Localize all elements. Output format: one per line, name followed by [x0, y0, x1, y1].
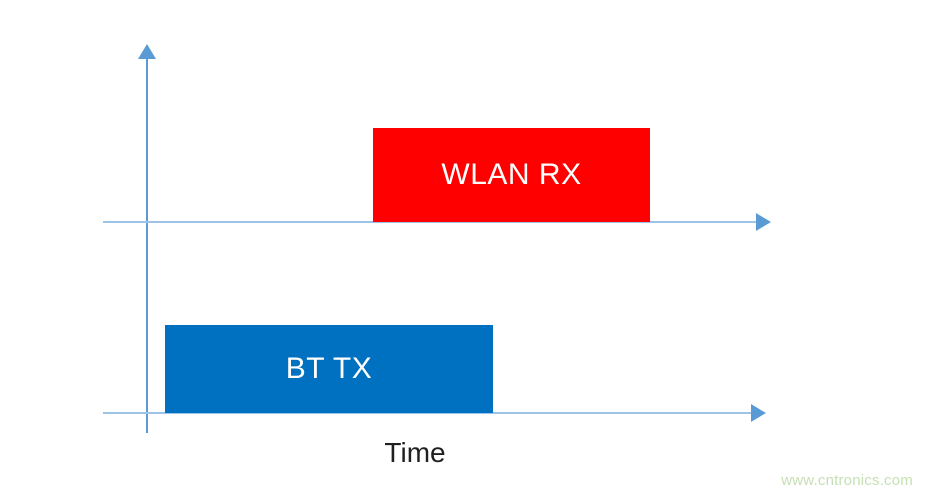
signal-block-bt-tx-label: BT TX	[285, 352, 373, 385]
watermark: www.cntronics.com	[781, 472, 913, 489]
signal-block-wlan-rx: WLAN RX	[373, 128, 650, 222]
signal-block-bt-tx: BT TX	[165, 325, 493, 413]
right-arrow-axis-icon	[756, 213, 771, 231]
right-arrow-axis-icon	[751, 404, 766, 422]
signal-block-wlan-rx-label: WLAN RX	[441, 158, 582, 191]
horizontal-axis-bottom-line	[103, 412, 753, 414]
up-arrow-axis-icon	[138, 44, 156, 59]
vertical-axis-line	[146, 56, 148, 433]
horizontal-axis-top-line	[103, 221, 758, 223]
x-axis-label: Time	[384, 437, 446, 468]
